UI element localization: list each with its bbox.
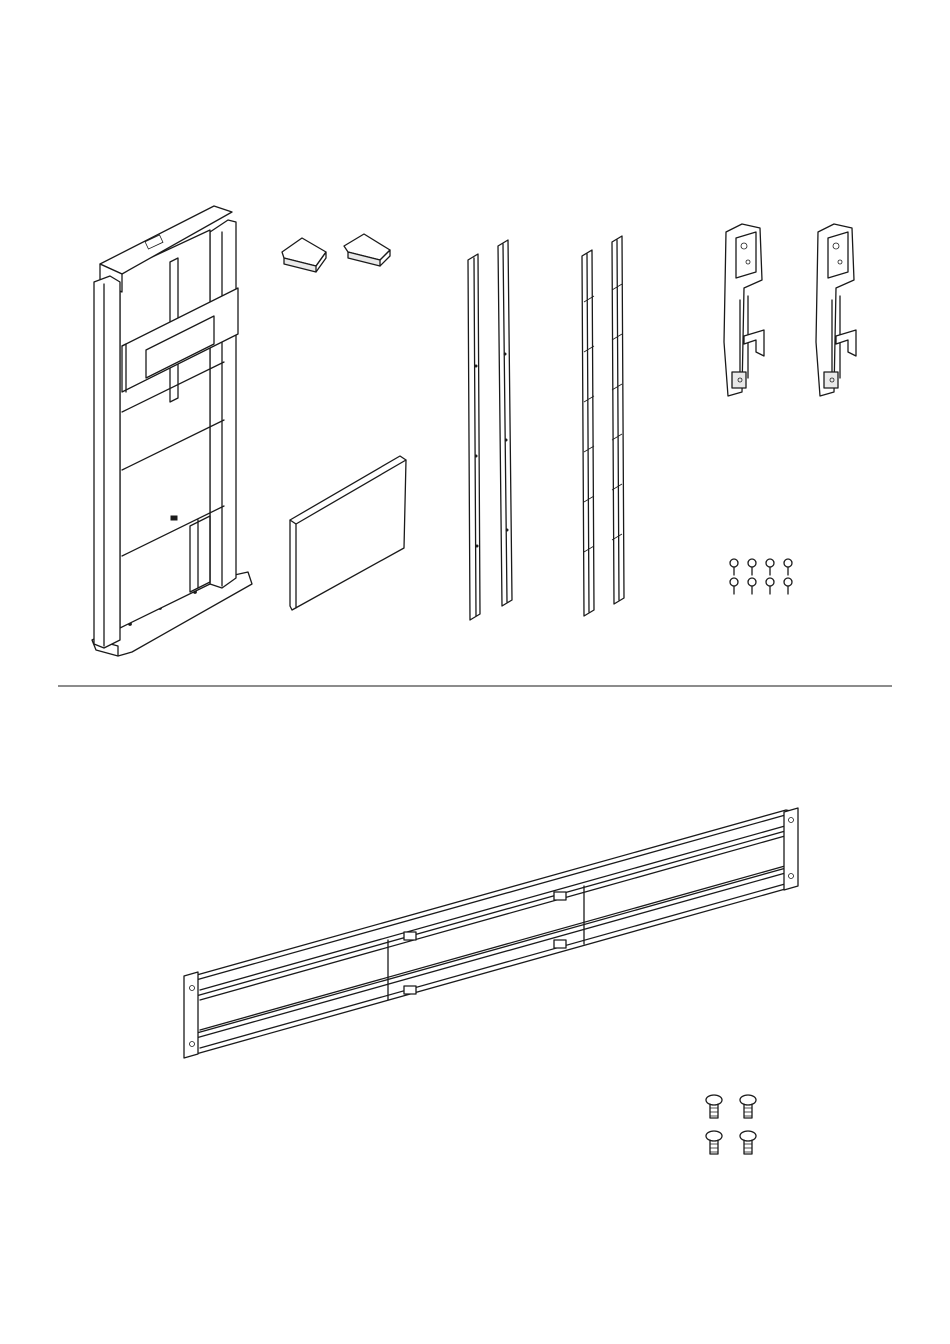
screw [766,578,774,594]
bolt-set-bottom [706,1095,756,1154]
floor-stand-column [92,206,252,656]
bolt [706,1131,722,1154]
end-cap-right [344,234,390,266]
screw [748,559,756,575]
cable-channel-strip-2 [612,236,624,604]
mounting-bracket-right [816,224,856,396]
screw [730,559,738,575]
bolt [740,1131,756,1154]
screw-set-top [730,559,792,594]
screw [748,578,756,594]
side-trim-strip-2 [498,240,512,606]
bolt [740,1095,756,1118]
screw [730,578,738,594]
bolt [706,1095,722,1118]
screw [766,559,774,575]
screw [784,578,792,594]
end-cap-left [282,238,326,272]
side-trim-strip-1 [468,254,480,620]
screw [784,559,792,575]
cable-channel-strip-1 [582,250,594,616]
horizontal-mounting-rail [184,808,798,1058]
mounting-bracket-left [724,224,764,396]
front-cover-panel [290,456,406,610]
